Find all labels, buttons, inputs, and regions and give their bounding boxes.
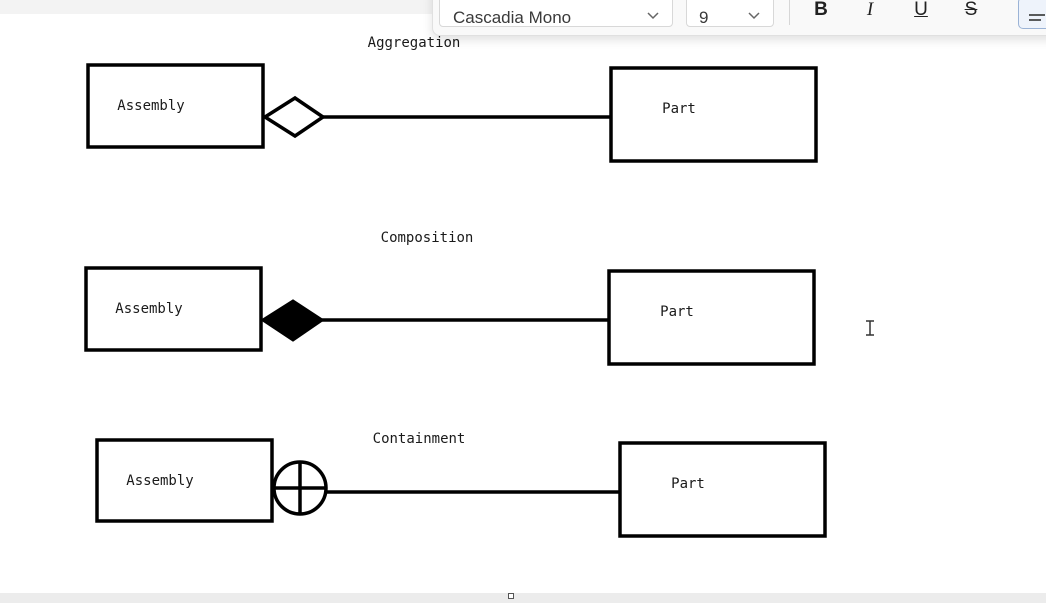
aggregation-assembly-label: Assembly	[117, 98, 184, 114]
composition-part-box	[607, 269, 816, 366]
aggregation-part-label: Part	[662, 101, 696, 117]
circle-plus-icon	[272, 460, 328, 516]
font-size-value: 9	[699, 8, 709, 27]
text-cursor-icon	[866, 320, 874, 336]
composition-title: Composition	[381, 230, 474, 246]
aggregation-group: Aggregation Assembly Part	[86, 35, 818, 163]
containment-assembly-box	[95, 438, 274, 523]
aggregation-part-box	[609, 66, 818, 163]
italic-button[interactable]: I	[866, 0, 874, 20]
font-family-value: Cascadia Mono	[453, 8, 572, 27]
chevron-down-icon	[647, 12, 659, 20]
bold-button[interactable]: B	[814, 0, 828, 20]
strikethrough-button[interactable]: S	[964, 0, 978, 20]
window-top-strip	[0, 0, 440, 14]
composition-part-label: Part	[660, 304, 694, 320]
font-family-dropdown[interactable]: Cascadia Mono	[439, 0, 673, 27]
containment-part-box	[618, 441, 827, 538]
filled-diamond-icon	[260, 299, 325, 342]
containment-title: Containment	[373, 431, 466, 447]
format-toolbar: Cascadia Mono 9 B I U S	[432, 0, 1046, 36]
font-size-dropdown[interactable]: 9	[686, 0, 774, 27]
aggregation-assembly-box	[86, 63, 265, 149]
chevron-down-icon	[748, 12, 760, 20]
align-button[interactable]	[1018, 0, 1046, 29]
aggregation-title: Aggregation	[368, 35, 461, 51]
align-left-icon	[1029, 14, 1045, 21]
containment-part-label: Part	[671, 476, 705, 492]
bottom-scrollbar[interactable]	[0, 593, 1046, 603]
containment-group: Containment Assembly Part	[95, 431, 827, 538]
underline-button[interactable]: U	[914, 0, 928, 20]
composition-group: Composition Assembly Part	[84, 230, 816, 366]
toolbar-divider	[789, 0, 790, 25]
containment-assembly-label: Assembly	[126, 473, 193, 489]
composition-assembly-label: Assembly	[115, 301, 182, 317]
hollow-diamond-icon	[261, 95, 327, 139]
composition-assembly-box	[84, 266, 263, 352]
resize-handle[interactable]	[508, 593, 514, 599]
